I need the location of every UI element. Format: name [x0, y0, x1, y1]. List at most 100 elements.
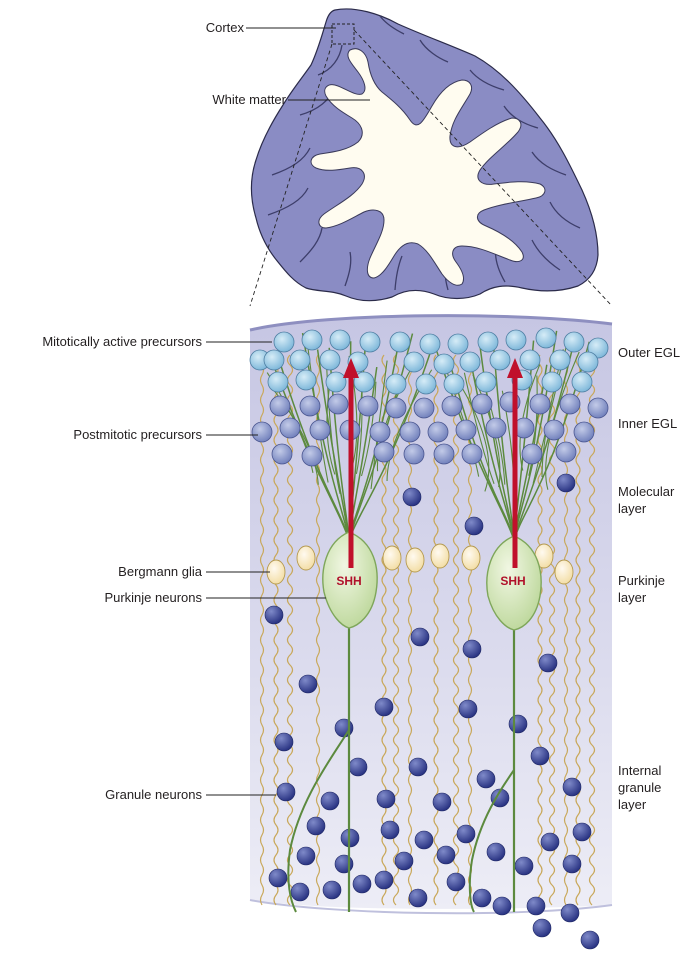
granule-neuron-cell [539, 654, 557, 672]
mitotic-precursor-cell [434, 354, 454, 374]
mitotic-precursor-cell [460, 352, 480, 372]
postmitotic-precursor-cell [386, 398, 406, 418]
granule-neuron-cell [459, 700, 477, 718]
mitotic-precursor-cell [326, 372, 346, 392]
postmitotic-precursor-cell [252, 422, 272, 442]
inner-egl-label: Inner EGL [618, 416, 677, 431]
mitotic-precursor-cell [330, 330, 350, 350]
mitotic-precursor-cell [520, 350, 540, 370]
granule-neuron-cell [403, 488, 421, 506]
postmitotic-precursor-cell [328, 394, 348, 414]
mitotic-precursor-cell [290, 350, 310, 370]
granule-neuron-cell [277, 783, 295, 801]
mitotic-precursor-cell [296, 370, 316, 390]
granule-neuron-cell [321, 792, 339, 810]
granule-neuron-cell [487, 843, 505, 861]
granule-neuron-cell [375, 871, 393, 889]
molecular-layer-label-2: layer [618, 501, 647, 516]
postmitotic-precursor-cell [462, 444, 482, 464]
granule-neuron-cell [353, 875, 371, 893]
mitotic-precursor-cell [416, 374, 436, 394]
right-annotations: Outer EGL Inner EGL Molecular layer Purk… [618, 345, 680, 812]
granule-neuron-cell [265, 606, 283, 624]
granule-neuron-cell [465, 517, 483, 535]
postmitotic-precursor-cell [544, 420, 564, 440]
postmitotic-precursor-cell [300, 396, 320, 416]
granule-neuron-cell [493, 897, 511, 915]
granule-neuron-cell [437, 846, 455, 864]
purkinje-neurons-label: Purkinje neurons [104, 590, 202, 605]
granule-neuron-cell [563, 855, 581, 873]
granule-neuron-cell [477, 770, 495, 788]
mitotic-precursor-cell [386, 374, 406, 394]
mitotic-precursor-cell [264, 350, 284, 370]
postmitotic-precursor-cell [556, 442, 576, 462]
mitotic-precursor-cell [404, 352, 424, 372]
mitotic-precursor-cell [564, 332, 584, 352]
postmitotic-precursor-cell [310, 420, 330, 440]
bergmann-glia-cell [383, 546, 401, 570]
bergmann-glia-cell [462, 546, 480, 570]
mitotic-precursor-cell [572, 372, 592, 392]
postmitotic-precursor-cell [530, 394, 550, 414]
granule-neuron-cell [433, 793, 451, 811]
postmitotic-precursor-cell [486, 418, 506, 438]
postmitotic-precursor-cell [280, 418, 300, 438]
postmitotic-precursor-cell [272, 444, 292, 464]
postmitotic-precursor-cell [370, 422, 390, 442]
granule-neuron-cell [335, 719, 353, 737]
mitotic-precursor-cell [268, 372, 288, 392]
granule-neuron-cell [463, 640, 481, 658]
white-matter-label: White matter [212, 92, 286, 107]
granule-neuron-cell [335, 855, 353, 873]
mitotic-precursor-cell [476, 372, 496, 392]
granule-neuron-cell [561, 904, 579, 922]
postmitotic-precursor-cell [270, 396, 290, 416]
mitotic-precursor-cell [506, 330, 526, 350]
postmitotic-precursor-cell [522, 444, 542, 464]
postmitotic-precursor-cell [456, 420, 476, 440]
mitotic-precursor-cell [448, 334, 468, 354]
postmitotic-precursor-cell [560, 394, 580, 414]
postmitotic-precursor-cell [434, 444, 454, 464]
granule-neuron-cell [515, 857, 533, 875]
granule-neuron-cell [581, 931, 599, 949]
mitotic-label: Mitotically active precursors [42, 334, 202, 349]
bergmann-glia-cell [431, 544, 449, 568]
granule-neuron-cell [307, 817, 325, 835]
postmitotic-label: Postmitotic precursors [73, 427, 202, 442]
granule-neuron-cell [395, 852, 413, 870]
granule-neuron-cell [381, 821, 399, 839]
bergmann-glia-cell [555, 560, 573, 584]
granule-label: Granule neurons [105, 787, 202, 802]
granule-neuron-cell [411, 628, 429, 646]
mitotic-precursor-cell [550, 350, 570, 370]
postmitotic-precursor-cell [588, 398, 608, 418]
purkinje-layer-label-1: Purkinje [618, 573, 665, 588]
granule-neuron-cell [527, 897, 545, 915]
mitotic-precursor-cell [444, 374, 464, 394]
granule-neuron-cell [297, 847, 315, 865]
mitotic-precursor-cell [542, 372, 562, 392]
granule-neuron-cell [447, 873, 465, 891]
postmitotic-precursor-cell [400, 422, 420, 442]
purkinje-layer-label-2: layer [618, 590, 647, 605]
postmitotic-precursor-cell [358, 396, 378, 416]
outer-egl-label: Outer EGL [618, 345, 680, 360]
mitotic-precursor-cell [390, 332, 410, 352]
granule-neuron-cell [415, 831, 433, 849]
internal-granule-label-2: granule [618, 780, 661, 795]
mitotic-precursor-cell [478, 332, 498, 352]
granule-neuron-cell [323, 881, 341, 899]
postmitotic-precursor-cell [374, 442, 394, 462]
granule-neuron-cell [349, 758, 367, 776]
mitotic-precursor-cell [420, 334, 440, 354]
mitotic-precursor-cell [302, 330, 322, 350]
molecular-layer-label-1: Molecular [618, 484, 675, 499]
granule-neuron-cell [509, 715, 527, 733]
granule-neuron-cell [573, 823, 591, 841]
granule-neuron-cell [409, 758, 427, 776]
internal-granule-label-1: Internal [618, 763, 661, 778]
granule-neuron-cell [473, 889, 491, 907]
